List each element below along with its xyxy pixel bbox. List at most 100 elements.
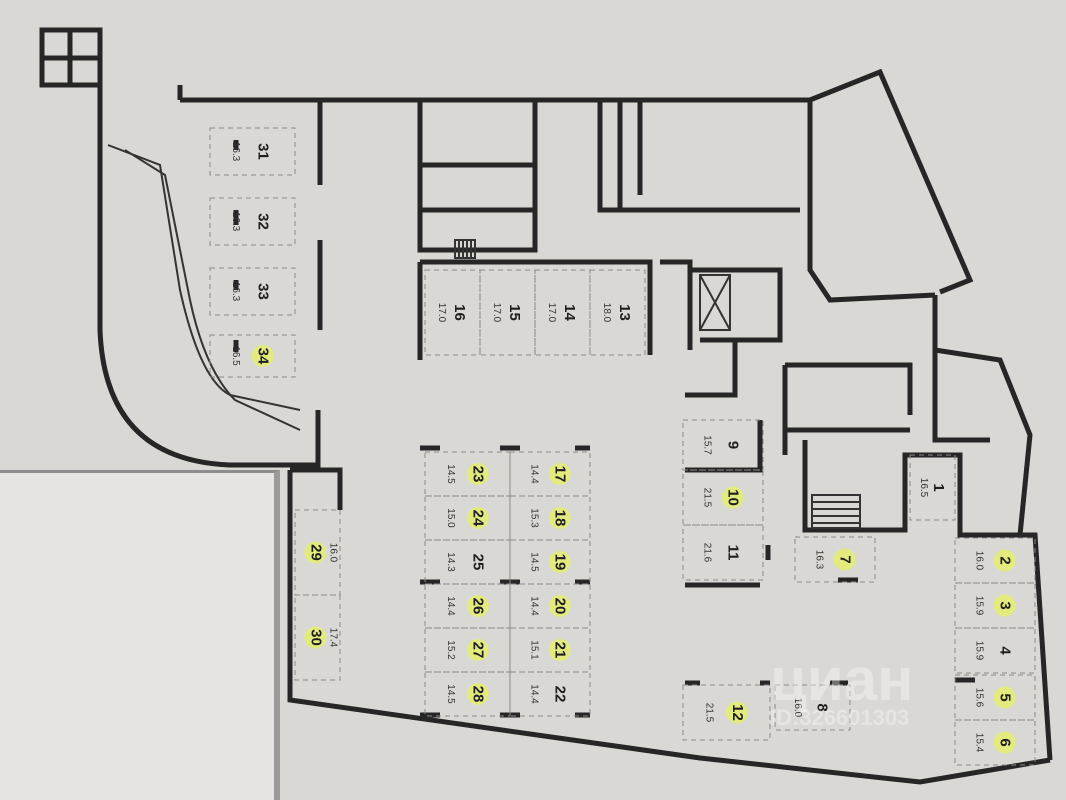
spot-number: 29 [307,544,324,561]
spot-number: 23 [470,466,487,483]
spot-number: 4 [997,646,1014,655]
spot-number: 30 [307,629,324,646]
spot-area: 14.3 [445,552,456,572]
spot-number: 26 [470,598,487,615]
highlight-marker [993,686,1016,709]
spot-number: 2 [997,556,1014,564]
highlight-marker [548,595,571,617]
spot-area: 16.0 [792,698,803,718]
spot-number: 5 [997,693,1014,701]
spot-area: 14.5 [445,464,456,484]
parking-spot-16: 16 17.0 [424,269,481,356]
highlight-marker [304,541,327,564]
spot-area: 16.3 [230,212,241,232]
spot-outline [424,451,511,497]
spot-outline [774,684,851,731]
spot-area: 21.6 [701,543,712,563]
spot-area: 14.5 [528,552,539,572]
spot-number: 24 [470,510,487,527]
spot-number: 16 [451,304,468,321]
parking-spot-11: 11 21.6 [682,524,764,581]
spot-area: 16.0 [328,543,339,563]
highlight-marker [251,345,274,367]
spot-area: 17.0 [491,303,502,323]
parking-spot-9: 915.7 [682,419,764,471]
spot-area: 15.9 [973,641,984,661]
parking-spot-8: 816.0 [774,684,851,731]
spot-number: 1 [930,483,947,491]
highlight-marker [993,731,1016,754]
parking-spot-6: 615.4 [954,719,1036,766]
highlight-marker [466,463,489,485]
spot-area: 16.5 [230,346,241,366]
spot-number: 21 [552,642,569,659]
spot-number: 20 [552,598,569,615]
spot-number: 22 [552,686,569,703]
spot-area: 15.7 [701,435,712,455]
spot-area: 17.0 [436,303,447,323]
highlight-marker [548,551,571,573]
highlight-marker [725,701,748,724]
spot-area: 18.0 [601,303,612,323]
spot-number: 11 [725,545,742,561]
spot-area: 16.3 [230,282,241,302]
spot-area: 15.3 [528,508,539,528]
spot-number: 14 [561,304,578,321]
spot-number: 34 [255,348,272,365]
spot-outline [209,127,296,176]
spot-number: 12 [729,704,746,721]
highlight-marker [466,595,489,617]
spot-number: 15 [506,304,523,321]
spot-area: 15.4 [973,733,984,753]
stairs [454,239,861,529]
spot-number: 33 [255,283,272,300]
walls [39,27,1053,785]
parking-spot-26: 26 14.4 [424,583,511,629]
highlight-marker [721,486,744,509]
spot-area: 14.4 [445,596,456,616]
highlight-marker [466,507,489,529]
spot-outline [509,671,591,717]
spot-outline [424,583,511,629]
parking-spot-1: 116.5 [909,454,956,521]
highlight-marker [466,639,489,661]
spot-outline [954,719,1036,766]
spot-outline [534,269,591,356]
spot-area: 16.3 [230,142,241,162]
spot-number: 8 [814,703,831,711]
spot-number: 18 [552,510,569,527]
highlight-marker [548,463,571,485]
watermark-brand: циан [770,646,913,713]
spot-number: 6 [997,738,1014,746]
highlight-marker [548,507,571,529]
spot-outline [424,671,511,717]
highlight-marker [993,594,1016,617]
spot-outline [209,267,296,316]
spot-number: 25 [470,554,487,571]
parking-spot-29: 29 16.0 [294,509,341,596]
spot-number: 3 [997,601,1014,609]
spot-area: 16.3 [813,550,824,570]
parking-spot-31: 31 16.3 [209,127,296,176]
spot-area: 17.0 [546,303,557,323]
spot-area: 15.2 [445,640,456,660]
parking-spot-7: 716.3 [794,536,876,583]
spot-number: 19 [552,554,569,571]
spot-outline [954,627,1036,674]
spot-number: 13 [616,304,633,321]
spot-outline [424,495,511,541]
highlight-marker [466,683,489,705]
highlight-marker [833,548,856,571]
spot-outline [209,197,296,246]
spot-number: 31 [255,143,272,160]
spot-outline [424,539,511,585]
spot-outline [682,419,764,471]
spot-outline [682,524,764,581]
spot-area: 15.9 [973,596,984,616]
spot-number: 7 [837,555,854,563]
highlight-marker [548,639,571,661]
